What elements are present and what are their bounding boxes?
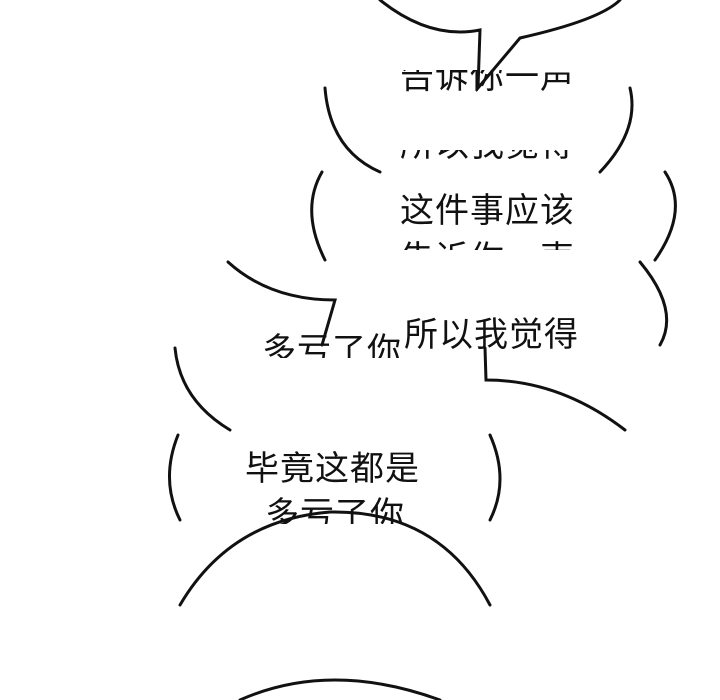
panel-4-line-1: 毕竟这都是 (245, 449, 420, 489)
bubble-8-outline (238, 678, 442, 700)
panel-3-line-2: 所以我觉得 (404, 315, 579, 355)
panel-3-line-1: 多亏了你 (262, 331, 402, 358)
bubble-6-outline (168, 433, 502, 522)
panel-1-line-1: 告诉你一声 (400, 70, 575, 97)
panel-2-line-3: 告诉你一声 (400, 240, 575, 250)
panel-1-text-clip: 告诉你一声 (400, 70, 590, 98)
bubble-4-outline (226, 260, 669, 347)
panel-4-line-2: 多亏了你 (265, 495, 405, 524)
panel-3-text-clip: 多亏了你 所以我觉得 (262, 310, 592, 358)
panel-2-text-clip: 所以我觉得 这件事应该 告诉你一声 (400, 150, 600, 250)
bubble-3-outline (310, 170, 677, 262)
bubble-7-outline (178, 510, 492, 607)
bubble-2-outline (323, 86, 634, 174)
panel-2-line-2: 这件事应该 (400, 191, 575, 231)
panel-4-text-clip: 毕竟这都是 多亏了你 (245, 448, 445, 524)
bubble-5-outline (173, 346, 627, 432)
panel-2-line-1: 所以我觉得 (400, 150, 575, 164)
bubble-top-outline (378, 0, 622, 93)
